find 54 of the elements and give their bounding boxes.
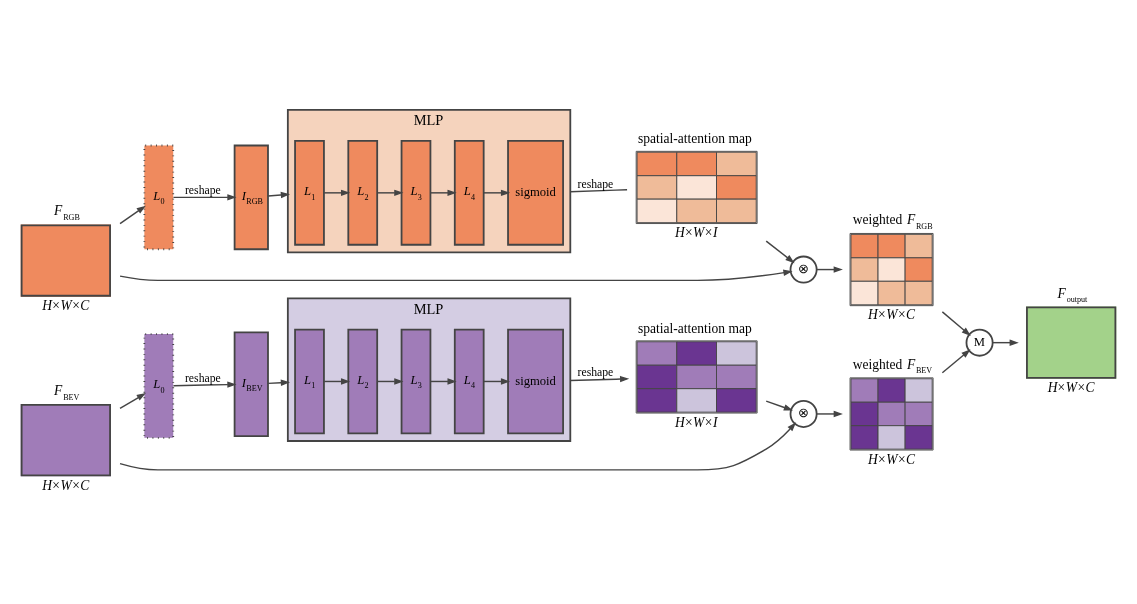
node-box: L$_{4}$ [453, 328, 485, 434]
node-box: L$_{0}$ [143, 144, 175, 250]
node-label: H×W×C [1047, 379, 1095, 395]
edge-label: reshape [184, 183, 221, 197]
edge-label: reshape [577, 365, 614, 379]
arrow [765, 239, 795, 263]
node-label: spatial-attention map [637, 130, 752, 146]
arrow [119, 392, 146, 409]
node-label: weighted F$_{RGB}$ [852, 211, 933, 231]
connector [569, 188, 628, 192]
node-box: L$_{2}$ [347, 328, 379, 434]
arrow [172, 380, 237, 388]
arrow [267, 379, 290, 386]
node-label: F$_{output}$ [1057, 285, 1088, 304]
node-circle: M [965, 328, 994, 357]
arrow [267, 191, 290, 198]
node-label: H×W×C [868, 451, 916, 467]
arrow [119, 205, 146, 224]
edge-label: reshape [184, 371, 221, 385]
arrow [429, 189, 457, 196]
node-box: L$_{1}$ [294, 139, 325, 246]
arrow [119, 269, 793, 281]
node-label: F$_{RGB}$ [54, 202, 80, 222]
node-label: H×W×C [868, 306, 916, 322]
node-box: L$_{3}$ [400, 328, 432, 434]
arrow [816, 410, 843, 417]
node-box: sigmoid [507, 139, 564, 246]
node-circle: ⊗ [789, 255, 818, 284]
node-box: L$_{1}$ [294, 328, 325, 434]
node-box: L$_{4}$ [453, 139, 485, 246]
node-label: H×W×C [42, 297, 90, 313]
edge-label: reshape [577, 177, 614, 191]
arrow [172, 193, 237, 201]
node-label: H×W×I [674, 224, 718, 240]
arrow [765, 399, 794, 411]
arrow [119, 421, 797, 471]
arrow [483, 189, 511, 196]
arrow [376, 189, 404, 196]
node-label: H×W×C [42, 477, 90, 493]
node-box: sigmoid [507, 328, 564, 434]
node-circle: ⊗ [789, 399, 818, 428]
node-label: spatial-attention map [637, 320, 752, 336]
node-box: L$_{2}$ [347, 139, 379, 246]
arrow [941, 310, 971, 336]
arrow [569, 375, 630, 382]
node-label: F$_{BEV}$ [54, 382, 80, 401]
arrow [941, 348, 971, 373]
node-box: I$_{BEV}$ [233, 330, 269, 437]
node-box: L$_{3}$ [400, 139, 432, 246]
arrow [323, 189, 351, 196]
node-label: H×W×I [674, 414, 718, 430]
node-box: I$_{RGB}$ [233, 144, 269, 250]
node-label: weighted F$_{BEV}$ [852, 356, 933, 375]
node-box: L$_{0}$ [143, 332, 175, 439]
